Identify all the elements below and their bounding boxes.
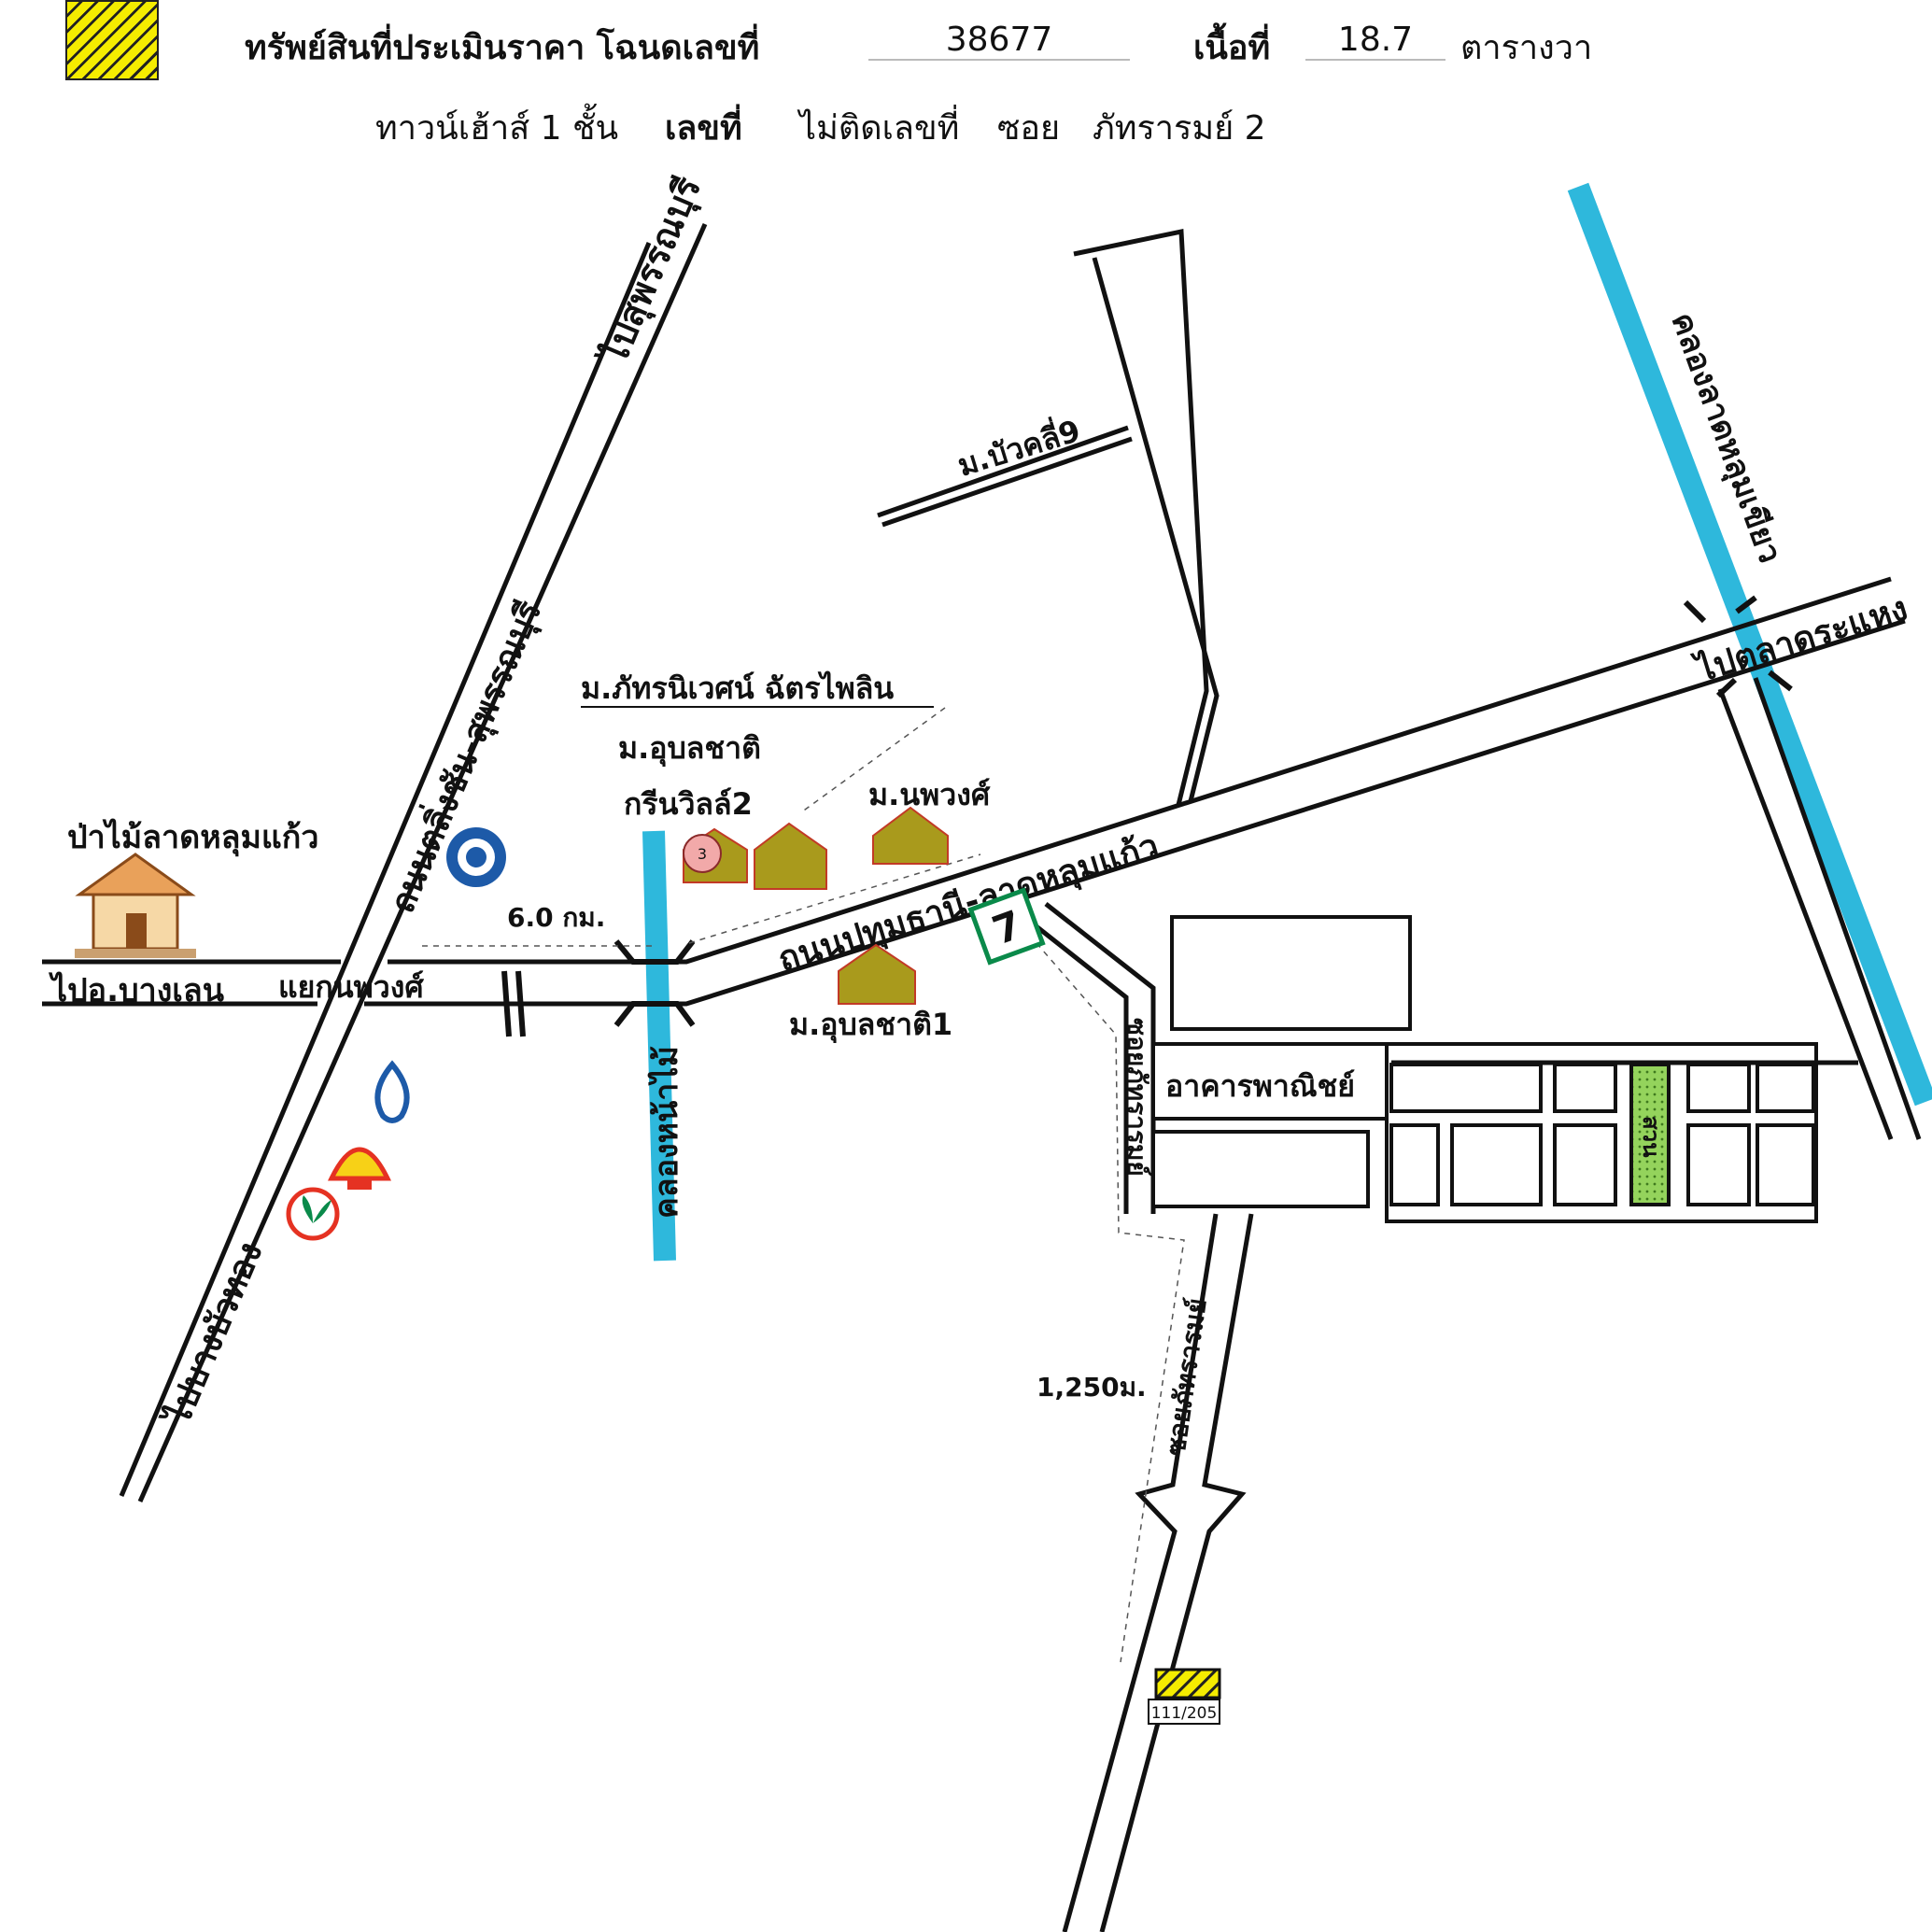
block-top-outline [1170,915,1412,1031]
block-right-d [1553,1063,1617,1113]
label-napawong-junction: แยกนพวงศ์ [278,969,424,1005]
label-khlong-na-mai: คลองหน้าไม้ [647,1046,685,1219]
soi-label: ซอย [997,109,1061,148]
road-latkrabang-right [1753,677,1922,1140]
seven-eleven-icon: 7 [967,887,1046,966]
commercial-building [1151,1042,1389,1121]
dash-phattharaniwet [800,707,946,813]
dash-soi [1036,942,1185,1663]
block-mid-left [1151,1130,1370,1208]
property-type: ทาวน์เฮ้าส์ 1 ชั้น [375,109,619,148]
area-unit: ตารางวา [1460,29,1593,67]
house-no-label: เลขที่ [665,109,742,148]
label-soi-lower: ซอยภัทรารมย์ [1160,1296,1212,1458]
badge-number: 3 [698,845,707,863]
area-label: เนื้อที่ [1193,29,1271,67]
label-pathum-road: ถนนปทุมธานี-ลาดหลุมแก้ว [774,827,1164,981]
shell-icon [328,1147,391,1190]
block-right-a [1389,1063,1543,1113]
block-right-b [1389,1123,1440,1206]
forest-house-icon [75,853,196,958]
road-mid-bottom [364,618,1906,1007]
badge [683,834,722,873]
road-suphanburi-right [137,222,708,1503]
road-buakhli-left [1073,228,1209,806]
header-title: ทรัพย์สินที่ประเมินราคา โฉนดเลขที่ [245,29,760,67]
label-commercial: อาคารพาณิชย์ [1165,1068,1355,1104]
block-right-c [1450,1123,1543,1206]
label-soi-upper: ซอยภัทรารมย์ [1121,1018,1152,1177]
label-ubonchat1: ม.อุบลชาติ1 [789,1007,952,1044]
soi-value: ภัทรารมย์ 2 [1093,109,1266,148]
label-greenville: กรีนวิลล์2 [624,786,753,822]
area-value: 18.7 [1305,21,1445,61]
park-area [1629,1063,1671,1206]
label-to-lat-krabang: ไปตลาดระแหง [1688,587,1911,690]
label-buakhli: ม.บัวคลี่9 [952,409,1084,484]
subject-plot [1154,1668,1221,1699]
road-soi-lower-right [1099,1213,1254,1932]
road-mid-top [388,576,1892,965]
label-forest: ป่าไม้ลาดหลุมแก้ว [67,818,318,857]
bridge-top [613,939,696,965]
deed-number: 38677 [868,21,1130,61]
block-right-i [1756,1123,1815,1206]
label-to-bang-bua-thong: ไปบางบัวทอง [156,1236,270,1434]
krungthai-bank-icon [446,827,506,887]
road-soi-lower-left [1062,1213,1219,1932]
canal-lat-lum-kaeo [1567,182,1932,1107]
block-outline [1385,1042,1818,1223]
kasikorn-bank-icon [286,1187,340,1241]
bridge-bottom [613,1001,696,1027]
bangchak-icon [374,1060,410,1123]
block-right-g [1686,1123,1751,1206]
label-1250m: 1,250ม. [1037,1372,1147,1403]
bridge-east-bottom [1715,670,1793,698]
road-suphanburi-left [119,242,652,1497]
road-buakhli-side [877,425,1129,518]
road-latkrabang-left [1717,688,1894,1140]
label-6km: 6.0 กม. [507,902,605,933]
legend-swatch [65,0,159,80]
block-right-f [1686,1063,1751,1113]
label-napawong: ม.นพวงศ์ [868,777,991,812]
house-no-value: ไม่ติดเลขที่ [799,109,960,148]
label-park: สวน [1638,1116,1664,1158]
block-right-e [1553,1123,1617,1206]
plot-number: 111/205 [1151,1704,1218,1723]
road-soi-upper-left [1018,911,1129,1214]
road-buakhli-right [1092,257,1220,802]
bridge-east-top [1683,595,1757,624]
label-phattharaniwet: ม.ภัทรนิเวศน์ ฉัตรไพลิน [581,670,894,706]
plot-number-box [1148,1699,1220,1725]
block-right-h [1756,1063,1815,1113]
break-mark [501,970,526,1037]
label-ubonchat: ม.อุบลชาติ [618,730,761,768]
canal-na-mai [642,830,676,1262]
road-buakhli-side2 [881,436,1133,528]
label-to-bang-len: ไปอ.บางเลน [49,971,224,1009]
